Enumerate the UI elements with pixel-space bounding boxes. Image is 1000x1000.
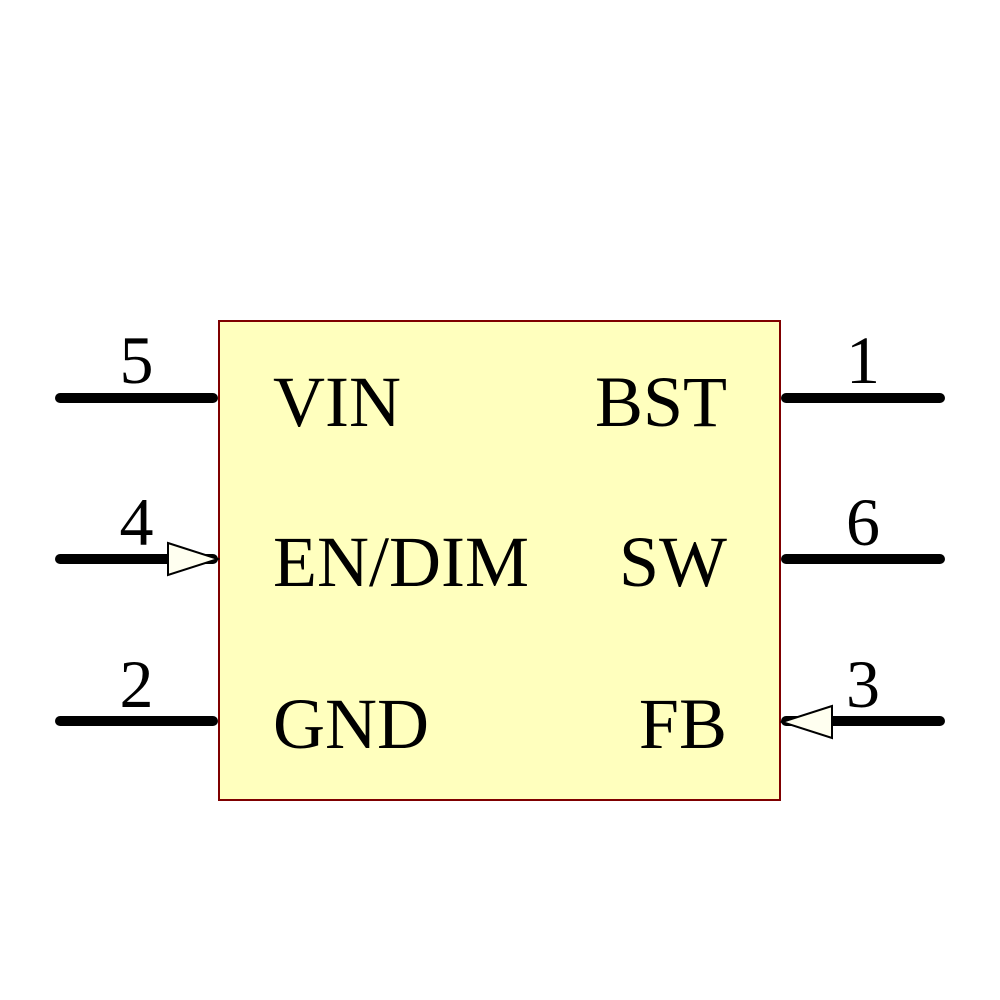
pin-number-5: 5 (119, 322, 154, 398)
pin-number-6: 6 (846, 484, 880, 560)
pin-label-fb: FB (638, 684, 727, 764)
pin-label-sw: SW (619, 522, 727, 602)
pin-line-3-fb[interactable] (781, 716, 945, 726)
pin-label-en-dim: EN/DIM (273, 522, 529, 602)
ic-symbol-body[interactable] (218, 320, 781, 801)
pin-label-bst: BST (594, 362, 727, 442)
pin-number-1: 1 (846, 322, 880, 398)
pin-number-3: 3 (846, 646, 880, 722)
input-arrow-icon (167, 541, 220, 577)
pin-line-4-en-dim[interactable] (55, 554, 218, 564)
pin-line-1-bst[interactable] (781, 393, 945, 403)
pin-number-4: 4 (119, 484, 154, 560)
pin-line-5-vin[interactable] (55, 393, 218, 403)
pin-label-vin: VIN (273, 362, 401, 442)
pin-number-2: 2 (119, 646, 154, 722)
pin-label-gnd: GND (273, 684, 429, 764)
pin-line-6-sw[interactable] (781, 554, 945, 564)
input-arrow-icon (780, 704, 833, 740)
pin-line-2-gnd[interactable] (55, 716, 218, 726)
